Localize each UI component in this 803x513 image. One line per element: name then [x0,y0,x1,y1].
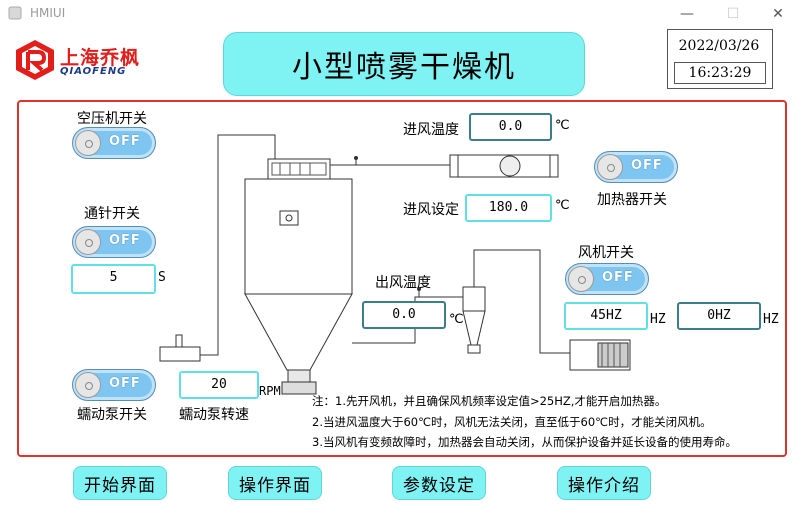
logo-icon [16,40,54,80]
toggle-state: OFF [109,376,141,391]
inlet-setpoint-label: 进风设定 [403,202,459,218]
pump-speed-label: 蠕动泵转速 [179,407,249,423]
fan-frequency-input[interactable]: 45HZ [564,302,648,330]
page-title: 小型喷雾干燥机 [223,32,585,96]
outlet-temp-display: 0.0 [362,301,446,329]
inlet-temp-display: 0.0 [469,113,552,141]
process-diagram [159,134,631,395]
peristaltic-pump-label: 蠕动泵开关 [77,407,147,423]
fan-toggle[interactable]: OFF [565,263,649,295]
toggle-state: OFF [109,233,141,248]
needle-interval-input[interactable]: 5 [71,264,156,294]
air-compressor-toggle[interactable]: OFF [72,127,156,159]
fan-label: 风机开关 [578,245,634,261]
app-icon [8,6,22,20]
heater-label: 加热器开关 [597,192,667,208]
inlet-setpoint-input[interactable]: 180.0 [465,194,552,222]
maximize-button[interactable]: ☐ [726,6,740,22]
window-title: HMIUI [30,6,66,20]
note-line-3: 3.当风机有变频故障时，加热器会自动关闭，从而保护设备并延长设备的使用寿命。 [312,435,737,449]
time-display: 16:23:29 [674,62,766,84]
toggle-state: OFF [602,270,634,285]
main-panel [17,100,787,457]
toggle-knob [75,130,101,156]
logo-name: 上海乔枫 [60,47,141,69]
toggle-state: OFF [631,158,663,173]
needle-label: 通针开关 [84,206,140,222]
needle-toggle[interactable]: OFF [72,226,156,258]
close-button[interactable]: ✕ [772,6,784,22]
nav-operation-guide-button[interactable]: 操作介绍 [557,466,651,500]
note-line-2: 2.当进风温度大于60℃时，风机无法关闭，直至低于60℃时，才能关闭风机。 [312,415,712,429]
logo-subtitle: QIAOFENG [60,66,127,77]
pump-speed-input[interactable]: 20 [179,371,259,399]
toggle-knob [75,372,101,398]
nav-parameter-settings-button[interactable]: 参数设定 [392,466,486,500]
date-display: 2022/03/26 [674,36,764,56]
inlet-temp-unit: ℃ [555,118,570,133]
inlet-temp-label: 进风温度 [403,122,459,138]
toggle-knob [75,229,101,255]
nav-operation-screen-button[interactable]: 操作界面 [228,466,322,500]
toggle-knob [597,154,623,180]
nav-start-screen-button[interactable]: 开始界面 [73,466,167,500]
toggle-state: OFF [109,134,141,149]
fan-actual-frequency-display: 0HZ [677,302,761,330]
fan-actual-frequency-unit: HZ [763,312,779,327]
toggle-knob [568,266,594,292]
outlet-temp-unit: ℃ [449,312,464,327]
pump-speed-unit: RPM [259,384,281,398]
air-compressor-label: 空压机开关 [77,111,147,127]
peristaltic-pump-toggle[interactable]: OFF [72,369,156,401]
fan-frequency-unit: HZ [650,312,666,327]
note-line-1: 注：1.先开风机，并且确保风机频率设定值>25HZ,才能开启加热器。 [312,394,667,408]
heater-toggle[interactable]: OFF [594,151,678,183]
needle-interval-unit: S [158,270,166,285]
outlet-temp-label: 出风温度 [375,275,431,291]
inlet-setpoint-unit: ℃ [555,198,570,213]
minimize-button[interactable]: — [680,6,694,22]
window-titlebar [0,0,803,28]
